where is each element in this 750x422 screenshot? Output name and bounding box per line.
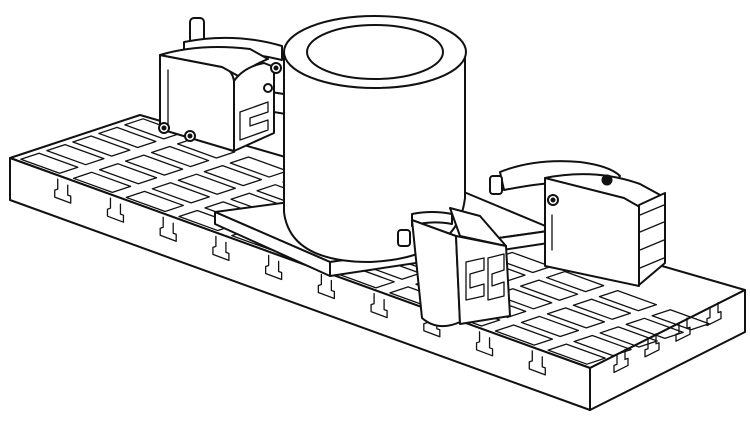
table-pad — [520, 315, 580, 338]
cylindrical-workpiece — [283, 15, 467, 263]
t-slot-opening — [159, 216, 177, 242]
clamp-right — [489, 160, 666, 287]
t-slot-opening — [475, 331, 494, 357]
table-pad — [625, 317, 684, 340]
table-pad — [72, 171, 132, 194]
table-pad — [125, 190, 184, 213]
table-pad — [599, 326, 658, 348]
clamp-front-middle — [397, 207, 511, 328]
t-slot-opening — [317, 273, 336, 300]
t-slot-opening — [54, 178, 72, 204]
table-pad — [98, 126, 157, 149]
t-slot-opening — [706, 301, 722, 327]
table-pad — [547, 343, 606, 365]
table-pad — [151, 182, 210, 204]
table-pad — [124, 154, 184, 176]
table-pad — [72, 135, 131, 157]
table-pad — [494, 324, 554, 346]
t-slot-opening — [644, 333, 660, 358]
t-slot-openings-front — [54, 178, 546, 376]
t-slot-opening — [106, 197, 125, 223]
table-pad — [177, 173, 236, 195]
table-pad — [573, 334, 632, 357]
table-pad — [150, 145, 210, 168]
t-slot-opening — [675, 317, 691, 342]
t-slot-openings-right — [613, 301, 722, 374]
table-pad — [520, 279, 579, 301]
table-pad — [203, 164, 262, 187]
table-pad — [598, 289, 658, 312]
table-pad — [20, 152, 79, 174]
t-slot-opening — [613, 348, 629, 374]
t-slot-opening — [528, 350, 546, 376]
table-pad — [98, 163, 158, 185]
t-slot-opening — [423, 312, 441, 338]
table-pad — [572, 298, 632, 320]
table-pad — [651, 309, 710, 331]
t-slot-opening — [370, 292, 388, 319]
table-pad — [546, 270, 605, 293]
table-pad — [46, 143, 105, 166]
t-slot-opening — [264, 254, 283, 281]
clamp-back-left — [158, 17, 311, 152]
table-pad — [546, 307, 606, 329]
t-slot-opening — [212, 235, 230, 262]
